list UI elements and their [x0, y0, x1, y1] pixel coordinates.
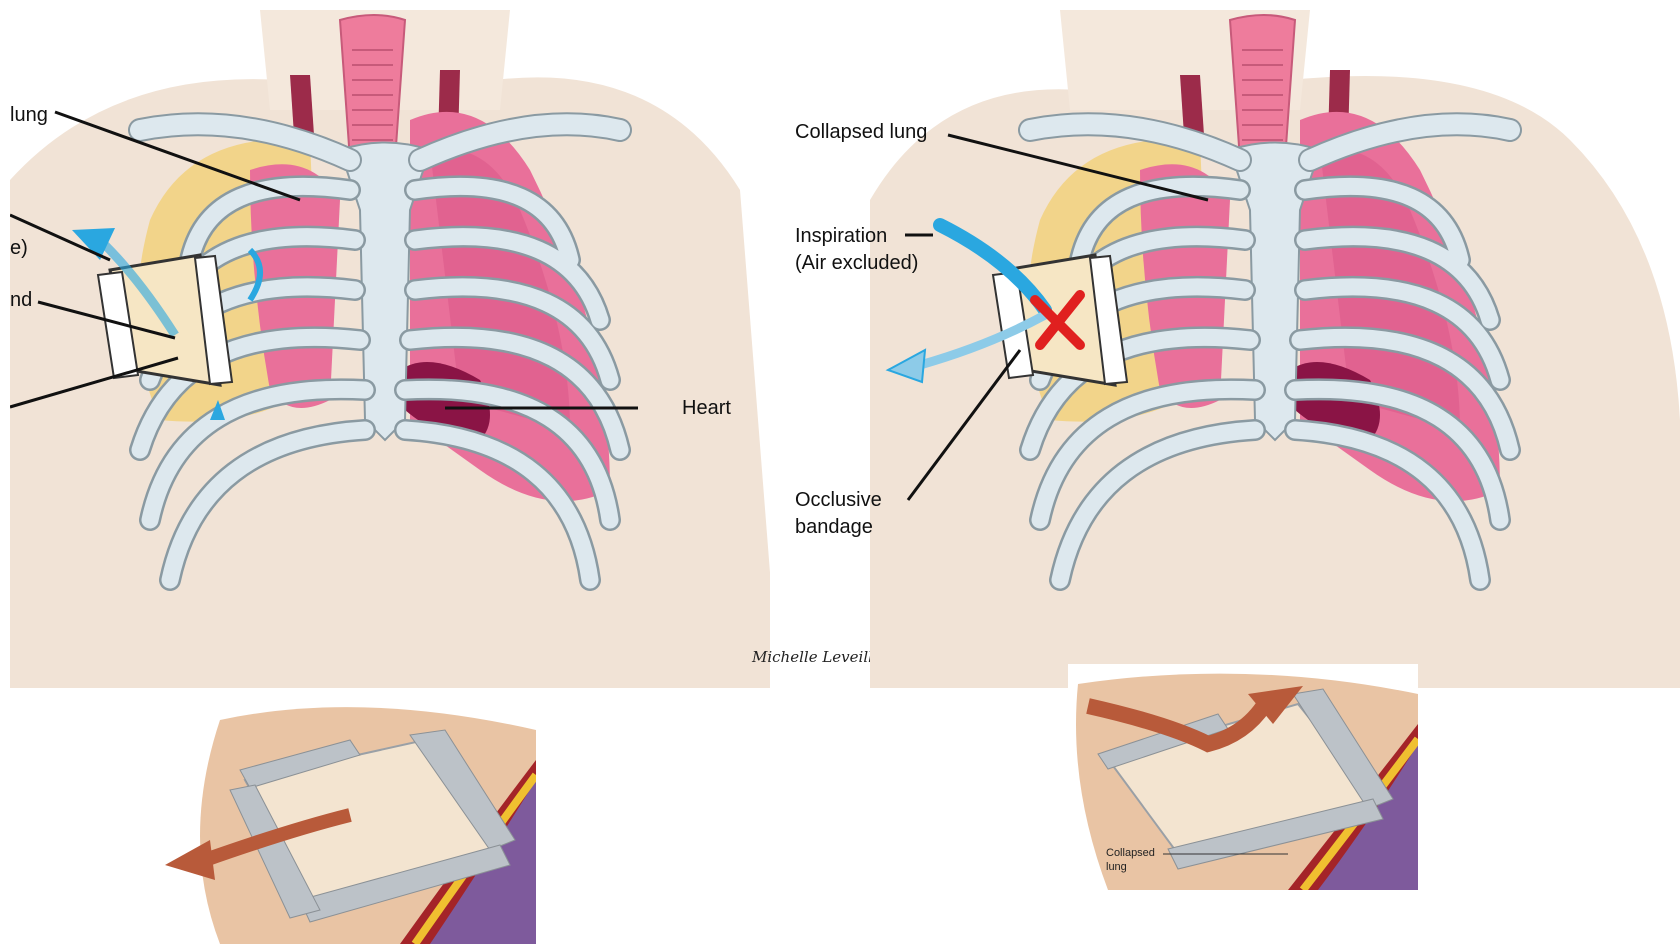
label-partial-e: e): [10, 236, 28, 261]
trachea: [340, 15, 405, 160]
bandage-label: bandage: [795, 515, 873, 540]
lung-label-small: lung: [1106, 861, 1127, 874]
lung-label-partial: lung: [10, 103, 48, 128]
occlusive-label: Occlusive: [795, 488, 882, 513]
right-chest-diagram: Collapsed lung Inspiration (Air excluded…: [790, 0, 1680, 688]
trachea: [1230, 15, 1295, 160]
dressing-inset-left: [160, 700, 536, 944]
dressing-illustration-left: [160, 700, 536, 944]
collapsed-lung-label: Collapsed lung: [795, 120, 927, 145]
heart-label: Heart: [682, 396, 731, 421]
dressing-inset-right: Collapsed lung: [1068, 664, 1418, 890]
inspiration-label: Inspiration: [795, 224, 887, 249]
air-excluded-label: (Air excluded): [795, 251, 918, 276]
left-chest-illustration: [10, 0, 770, 688]
left-chest-diagram: lung e) nd Heart: [10, 0, 770, 688]
right-chest-illustration: [790, 0, 1680, 688]
collapsed-label-small: Collapsed: [1106, 847, 1155, 860]
label-partial-nd: nd: [10, 288, 32, 313]
